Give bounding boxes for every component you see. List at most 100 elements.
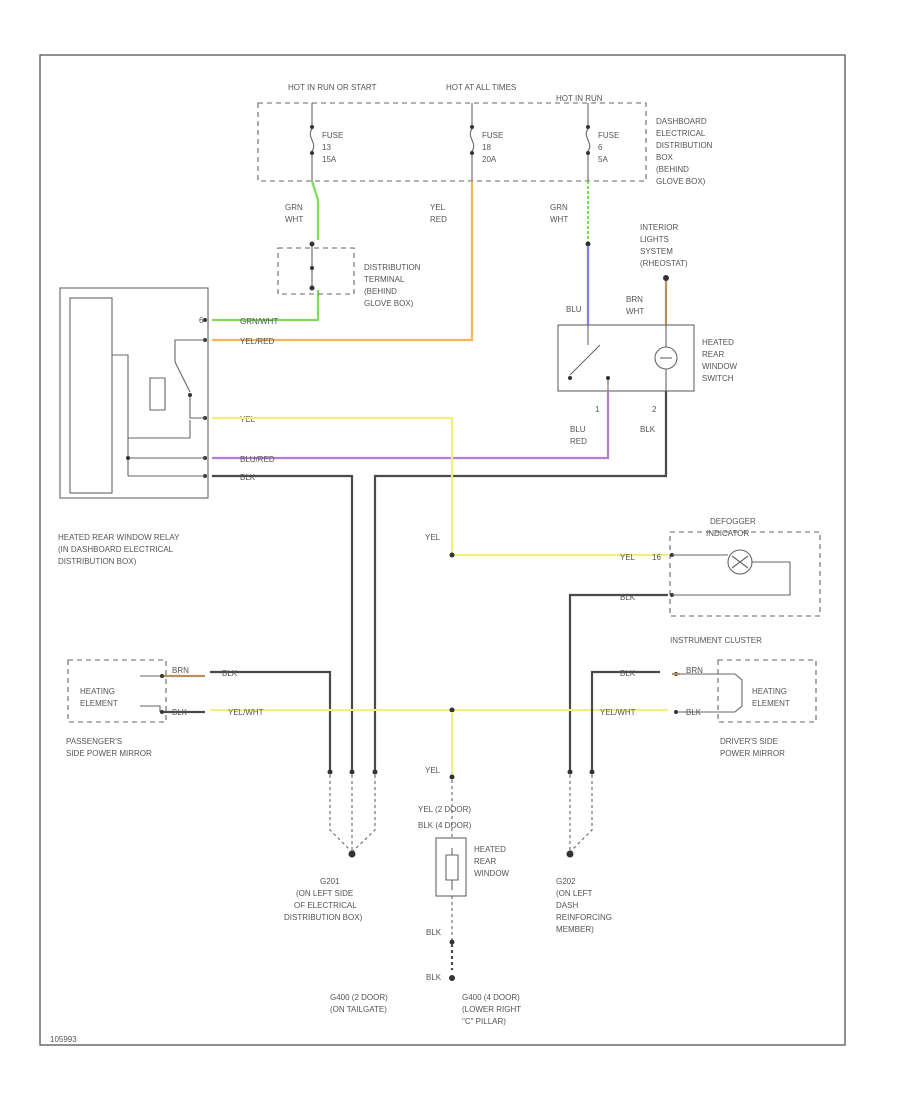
int-lights-1: LIGHTS xyxy=(640,235,669,244)
fuse-box-label-4: (BEHIND xyxy=(656,165,689,174)
driver-mirror-1: POWER MIRROR xyxy=(720,749,785,758)
lbl-yel-mid: YEL xyxy=(425,533,441,542)
lbl-blk-relay: BLK xyxy=(240,473,256,482)
dist-term-1: TERMINAL xyxy=(364,275,405,284)
g202-3: REINFORCING xyxy=(556,913,612,922)
lbl-blured-sw-b: RED xyxy=(570,437,587,446)
defogger-0: DEFOGGER xyxy=(710,517,756,526)
lbl-blk-4door: BLK (4 DOOR) xyxy=(418,821,472,830)
lbl-yelwht-r: YEL/WHT xyxy=(600,708,636,717)
g400-1: (ON TAILGATE) xyxy=(330,1005,387,1014)
switch-label-0: HEATED xyxy=(702,338,734,347)
wire-blk-left xyxy=(210,670,332,770)
fuse-6-name: FUSE xyxy=(598,131,619,140)
int-lights-2: SYSTEM xyxy=(640,247,673,256)
fuse-6: FUSE 6 5A xyxy=(585,103,619,181)
lbl-blured-sw-a: BLU xyxy=(570,425,586,434)
left-element-1: ELEMENT xyxy=(80,699,118,708)
lbl-blk-l: BLK xyxy=(222,669,238,678)
g401-2: "C" PILLAR) xyxy=(462,1017,506,1026)
wire-yel xyxy=(212,416,668,557)
lbl-grn-2a: GRN xyxy=(550,203,568,212)
fuse-box: HOT IN RUN OR START HOT AT ALL TIMES HOT… xyxy=(257,83,713,186)
lbl-brn-r: BRN xyxy=(686,666,703,675)
diagram-border xyxy=(39,54,846,1046)
fuse-box-label-2: DISTRIBUTION xyxy=(656,141,713,150)
lbl-yelred-relay: YEL/RED xyxy=(240,337,274,346)
relay-label-0: HEATED REAR WINDOW RELAY xyxy=(58,533,180,542)
ground-g401: G400 (4 DOOR) (LOWER RIGHT "C" PILLAR) xyxy=(462,993,521,1026)
pass-mirror-0: PASSENGER'S xyxy=(66,737,122,746)
lbl-yel-cluster: YEL xyxy=(620,553,636,562)
feed-label-2: HOT AT ALL TIMES xyxy=(446,83,516,92)
lbl-blk-sw: BLK xyxy=(640,425,656,434)
fuse-box-label-0: DASHBOARD xyxy=(656,117,707,126)
lbl-brnwht-a: BRN xyxy=(626,295,643,304)
switch-label-2: WINDOW xyxy=(702,362,738,371)
fuse-18-rating: 20A xyxy=(482,155,497,164)
lbl-yel-2door: YEL (2 DOOR) xyxy=(418,805,471,814)
fuse-13-number: 13 xyxy=(322,143,331,152)
lbl-blk-l2: BLK xyxy=(172,708,188,717)
left-element-0: HEATING xyxy=(80,687,115,696)
driver-mirror-element: HEATING ELEMENT DRIVER'S SIDE POWER MIRR… xyxy=(674,659,817,758)
wire-grn-wht-fuse xyxy=(310,180,320,240)
ground-g400: G400 (2 DOOR) (ON TAILGATE) xyxy=(330,993,388,1014)
heated-rear-window: HEATED REAR WINDOW xyxy=(435,837,510,897)
rear-window-1: REAR xyxy=(474,857,496,866)
pin-cluster-16: 16 xyxy=(652,553,661,562)
relay-label: HEATED REAR WINDOW RELAY (IN DASHBOARD E… xyxy=(58,533,180,566)
distribution-terminal: DISTRIBUTION TERMINAL (BEHIND GLOVE BOX) xyxy=(277,241,421,308)
lbl-brnwht-b: WHT xyxy=(626,307,644,316)
ground-g202-splice: G202 (ON LEFT DASH REINFORCING MEMBER) xyxy=(556,769,612,934)
g201-3: DISTRIBUTION BOX) xyxy=(284,913,363,922)
lbl-yel-relay: YEL xyxy=(240,415,256,424)
relay-label-1: (IN DASHBOARD ELECTRICAL xyxy=(58,545,174,554)
feed-label-3: HOT IN RUN xyxy=(556,94,603,103)
dist-term-3: GLOVE BOX) xyxy=(364,299,414,308)
pass-mirror-1: SIDE POWER MIRROR xyxy=(66,749,152,758)
g202-0: G202 xyxy=(556,877,576,886)
feed-label-1: HOT IN RUN OR START xyxy=(288,83,377,92)
g401-0: G400 (4 DOOR) xyxy=(462,993,520,1002)
lbl-grn-1a: GRN xyxy=(285,203,303,212)
instrument-cluster-label: INSTRUMENT CLUSTER xyxy=(670,636,762,645)
wire-blu-red xyxy=(212,391,610,460)
lbl-yel-down: YEL xyxy=(425,766,441,775)
right-element-1: ELEMENT xyxy=(752,699,790,708)
footer-code: 105993 xyxy=(50,1035,77,1044)
relay-label-2: DISTRIBUTION BOX) xyxy=(58,557,137,566)
defogger-1: INDICATOR xyxy=(706,529,749,538)
wire-blk-relay xyxy=(212,474,354,770)
instrument-cluster: DEFOGGER INDICATOR INSTRUMENT CLUSTER xyxy=(669,517,821,645)
lbl-yelred-a: YEL xyxy=(430,203,446,212)
wire-blk-switch xyxy=(373,391,668,770)
lbl-grn-1b: WHT xyxy=(285,215,303,224)
heated-rear-window-relay: 6 xyxy=(59,287,209,499)
g202-4: MEMBER) xyxy=(556,925,594,934)
passenger-mirror-element: HEATING ELEMENT PASSENGER'S SIDE POWER M… xyxy=(66,659,167,758)
switch-label-1: REAR xyxy=(702,350,724,359)
fuse-box-label-3: BOX xyxy=(656,153,674,162)
g201-0: G201 xyxy=(320,877,340,886)
lbl-yelwht-l: YEL/WHT xyxy=(228,708,264,717)
ground-g201-splice: G201 (ON LEFT SIDE OF ELECTRICAL DISTRIB… xyxy=(284,769,378,922)
lbl-brn-l: BRN xyxy=(172,666,189,675)
fuse-box-label-1: ELECTRICAL xyxy=(656,129,706,138)
lbl-blk-low1: BLK xyxy=(426,928,442,937)
pin-switch-2: 2 xyxy=(652,405,657,414)
g201-2: OF ELECTRICAL xyxy=(294,901,357,910)
g202-2: DASH xyxy=(556,901,578,910)
lbl-grnwht-relay: GRN/WHT xyxy=(240,317,278,326)
lbl-blk-r2: BLK xyxy=(686,708,702,717)
fuse-18-number: 18 xyxy=(482,143,491,152)
int-lights-3: (RHEOSTAT) xyxy=(640,259,688,268)
fuse-box-label: DASHBOARD ELECTRICAL DISTRIBUTION BOX (B… xyxy=(656,117,713,186)
fuse-6-rating: 5A xyxy=(598,155,608,164)
lbl-blk-r: BLK xyxy=(620,669,636,678)
g201-1: (ON LEFT SIDE xyxy=(296,889,353,898)
lbl-blk-cluster: BLK xyxy=(620,593,636,602)
heated-rear-window-switch: HEATED REAR WINDOW SWITCH xyxy=(557,324,738,392)
fuse-13-name: FUSE xyxy=(322,131,343,140)
